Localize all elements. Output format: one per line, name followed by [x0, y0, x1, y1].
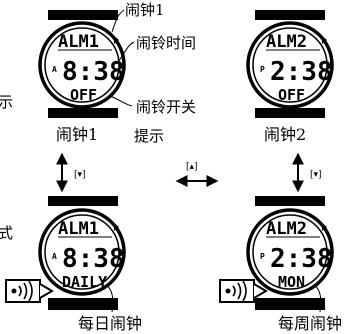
hour-marker: P	[260, 252, 265, 261]
callout-line-weekly	[313, 283, 322, 313]
alarm-time: 2:38	[270, 244, 333, 274]
button-right-down: [▾]	[310, 170, 322, 180]
callout-alarm-time: 闹铃时间	[136, 34, 196, 52]
callout-line-time	[115, 41, 135, 65]
mode-label: ALM2	[266, 32, 307, 52]
alarm-time: 2:38	[270, 57, 333, 87]
watch-bottom-right: ALM2 P 2:38 MON	[219, 196, 334, 310]
caption-alarm-2: 闹钟2	[264, 125, 306, 144]
alarm-sound-icon	[225, 280, 247, 302]
watch-band-bottom-left	[48, 298, 118, 310]
alarm-status: MON	[278, 273, 305, 291]
alarm-time: 8:38	[62, 57, 125, 87]
caption-alarm-1: 闹钟1	[56, 125, 98, 144]
mode-label: ALM1	[58, 32, 99, 52]
callout-hint: 提示	[134, 127, 164, 145]
callout-line-switch	[109, 95, 133, 107]
edge-text-bottom: 式	[0, 224, 13, 242]
alarm-status: OFF	[70, 86, 97, 104]
button-left-down: [▾]	[74, 170, 86, 180]
hour-marker: A	[52, 65, 57, 74]
button-center-up: [▴]	[186, 162, 198, 172]
hour-marker: P	[260, 65, 265, 74]
edge-text-top: 示	[0, 93, 13, 111]
callout-line-daily	[105, 283, 114, 313]
watch-top-right: ALM2 P 2:38 OFF	[246, 10, 334, 118]
mode-label: ALM2	[266, 219, 307, 239]
alarm-status: OFF	[278, 86, 305, 104]
caption-weekly-alarm: 每周闹钟	[278, 314, 342, 333]
callout-line-alarm	[111, 9, 125, 33]
alarm-status: DAILY	[62, 273, 107, 291]
watch-bottom-left: ALM1 A 8:38 DAILY	[5, 196, 126, 310]
alarm-sound-icon	[11, 280, 33, 302]
callout-alarm-switch: 闹铃开关	[136, 98, 196, 116]
hour-marker: A	[52, 252, 57, 261]
mode-label: ALM1	[58, 219, 99, 239]
callout-alarm: 闹钟1	[125, 1, 165, 19]
caption-daily-alarm: 每日闹钟	[78, 314, 142, 333]
watch-band-bottom-right	[255, 298, 325, 310]
watch-top-left: ALM1 A 8:38 OFF	[38, 10, 126, 118]
alarm-time: 8:38	[62, 244, 125, 274]
